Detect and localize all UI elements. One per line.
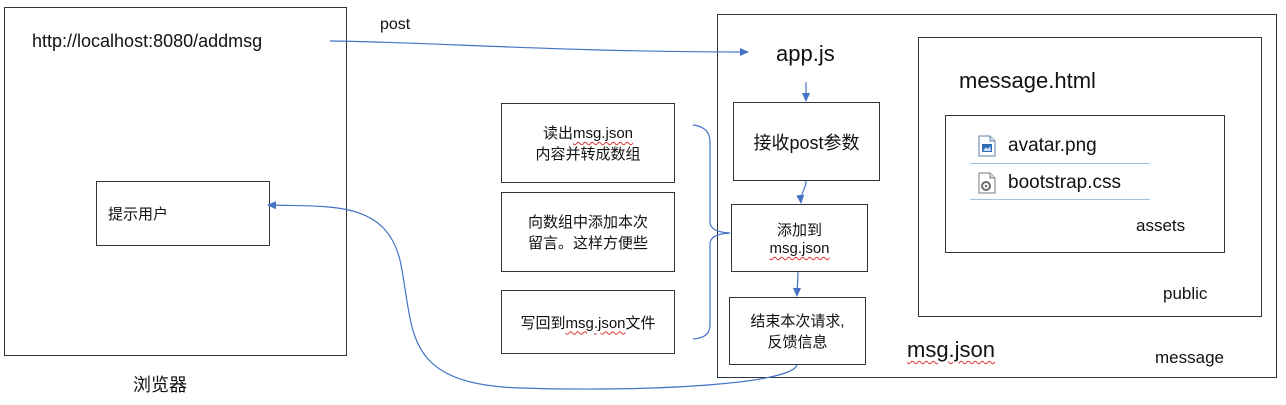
receive-params-label: 接收post参数	[753, 132, 860, 153]
notify-user-box: 提示用户	[96, 181, 270, 246]
note-append-array: 向数组中添加本次 留言。这样方便些	[501, 192, 675, 272]
browser-url[interactable]: http://localhost:8080/addmsg	[32, 31, 263, 51]
finish-line2: 反馈信息	[767, 334, 828, 351]
note-read-json: 读出msg.json 内容并转成数组	[501, 103, 675, 183]
note-write-back: 写回到msg.json文件	[501, 290, 675, 354]
note-read-line1: 读出msg.json	[542, 125, 634, 142]
file-separator	[970, 163, 1150, 164]
file-name: bootstrap.css	[1008, 172, 1121, 193]
image-file-icon	[978, 135, 996, 157]
notify-user-label: 提示用户	[108, 206, 169, 223]
note-write-line: 写回到msg.json文件	[520, 314, 656, 332]
receive-params-box: 接收post参数	[733, 102, 880, 181]
msg-json-file: msg.json	[907, 337, 996, 362]
app-js-label: app.js	[776, 41, 835, 66]
add-to-line2: msg.json	[769, 240, 830, 257]
post-label: post	[380, 16, 411, 33]
post-arrow	[329, 40, 749, 56]
file-avatar-png[interactable]: avatar.png	[972, 129, 1150, 163]
public-folder-label: public	[1163, 284, 1208, 303]
add-to-msg-json-box: 添加到 msg.json	[731, 204, 868, 272]
message-folder-label: message	[1155, 348, 1224, 367]
file-bootstrap-css[interactable]: bootstrap.css	[972, 166, 1150, 200]
finish-request-box: 结束本次请求, 反馈信息	[729, 297, 866, 365]
file-separator	[970, 199, 1150, 200]
assets-folder-label: assets	[1136, 216, 1186, 235]
browser-caption: 浏览器	[133, 375, 187, 395]
add-to-line1: 添加到	[776, 222, 822, 239]
note-read-line2: 内容并转成数组	[535, 146, 641, 163]
note-append-line1: 向数组中添加本次	[527, 214, 648, 231]
message-html-label: message.html	[959, 68, 1096, 93]
finish-line1: 结束本次请求,	[750, 313, 845, 330]
css-file-icon	[978, 172, 996, 194]
file-name: avatar.png	[1008, 135, 1097, 156]
note-append-line2: 留言。这样方便些	[527, 235, 648, 252]
